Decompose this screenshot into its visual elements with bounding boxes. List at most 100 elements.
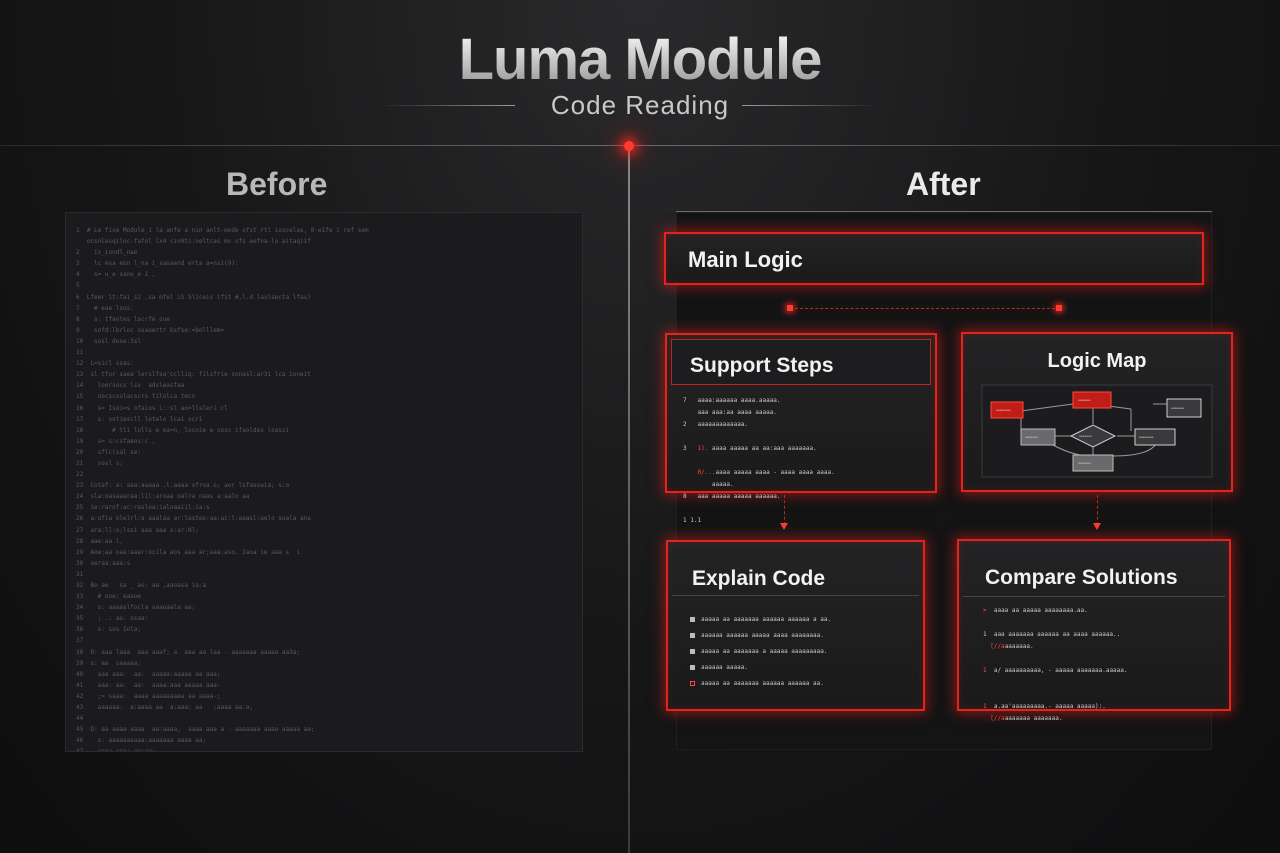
support-step-line <box>683 503 923 515</box>
bullet-icon <box>690 649 695 654</box>
step-number <box>683 433 697 440</box>
code-line: 27 ara:ll:o;lssi aaa aaa s:ar:Nl; <box>76 526 199 534</box>
compare-text: 1 aaa aaaaaaa aaaaaa aa aaaa aaaaaa.. <box>983 631 1121 638</box>
logic-node-right <box>1134 428 1176 446</box>
bullet-icon <box>690 617 695 622</box>
code-line: 6 Lfeer lt:fai_s2 .sa mfel iS Sliceis if… <box>76 293 311 301</box>
code-line: 32 Bo ae sa _ ao: aa ,aaoasa ia:a <box>76 582 207 589</box>
code-line: 25 ie:rarof:ac:rasloa:ialoaaiil:ia:s <box>76 504 210 512</box>
explain-code-body: aaaaa aa aaaaaaa aaaaaa aaaaaa a aa. aaaa… <box>690 614 910 694</box>
code-line: 36 s: sos Iola; <box>76 626 142 634</box>
support-step-line: aaaaa. <box>683 479 923 491</box>
compare-text: aaaaaaa. <box>1004 643 1034 650</box>
svg-text:aaaaaaaa: aaaaaaaa <box>1139 435 1154 439</box>
step-text: aaa aaa:aa aaaa aaaaa. <box>697 409 777 416</box>
support-step-line: 7 aaaa:aaaaaa aaaa.aaaaa. <box>683 395 923 407</box>
compare-solutions-header: Compare Solutions <box>963 545 1225 597</box>
page-subtitle: Code Reading <box>550 90 730 120</box>
compare-line <box>983 677 1219 689</box>
code-line: 21 sosl s; <box>76 459 123 467</box>
code-line: 34 s: aaaaslfocla oaaoaala aa; <box>76 604 196 612</box>
code-line: 15 nocscsolacscrs tilolca tmcv <box>76 393 196 401</box>
step-text: aaaaa. <box>697 481 734 488</box>
subtitle-divider-right <box>742 105 877 106</box>
code-line: 18 # tli lolls e ea=n, losnie e sosc ifa… <box>76 426 290 434</box>
step-text: aaaa aaaaa aa aa:aaa aaaaaaa. <box>708 445 817 452</box>
compare-line <box>983 653 1219 665</box>
compare-marker: 1 <box>983 703 994 710</box>
explain-code-card: Explain Code aaaaa aa aaaaaaa aaaaaa aaa… <box>666 540 925 711</box>
explain-text: aaaaa aa aaaaaaa aaaaaa aaaaaa aa. <box>701 680 824 687</box>
explain-text: aaaaa aa aaaaaaa a aaaaa aaaaaaaaa. <box>701 648 828 655</box>
page-title: Luma Module <box>0 26 1280 93</box>
support-step-line: 2 aaaaaaaaaaaaa. <box>683 419 923 431</box>
support-step-line: 8 aaa aaaaa aaaaa aaaaaa. <box>683 491 923 503</box>
compare-line <box>983 617 1219 629</box>
explain-line: aaaaa aa aaaaaaa a aaaaa aaaaaaaaa. <box>690 646 910 658</box>
code-line: 23 Cotaf: a: aaa:aaaaa .l.aaaa sfroa o; … <box>76 482 290 490</box>
step-number <box>683 409 697 416</box>
compare-marker: [//a <box>983 643 1005 650</box>
code-line: 26 a:ofia olelrl:a aaalaa ar:lastee:aa:a… <box>76 515 311 523</box>
support-steps-title: Support Steps <box>690 354 834 377</box>
logic-node-bottom <box>1072 454 1114 472</box>
code-line: 46 s: aaaaaaaaaa:aaaaaaa aaaa aa; <box>76 737 207 745</box>
code-line: 10 sosl dose:3sl <box>76 337 142 345</box>
code-line: 7 # eae lsos: <box>76 304 134 312</box>
connector-line <box>790 308 1060 309</box>
code-line: 40 aaa aaa: aa: aaaaa:aaaaa aa aaa; <box>76 670 221 678</box>
code-line: 29 Aoe:aa oaa:aaar:ocila aos aaa ar;aaa:… <box>76 548 300 556</box>
subtitle-divider-left <box>380 105 515 106</box>
arrow-down-icon <box>1093 523 1101 530</box>
explain-line: aaaaaa aaaaaa aaaaa aaaa aaaaaaaa. <box>690 630 910 642</box>
compare-solutions-body: > aaaa aa aaaaa aaaaaaaa.aa.1 aaa aaaaaa… <box>983 605 1219 725</box>
code-line: 42 ;= saaa: aaaa aaaaaaaaa aa aaaa-; <box>76 692 221 700</box>
explain-text: aaaaaa aaaaaa aaaaa aaaa aaaaaaaa. <box>701 632 824 639</box>
connector-node-left <box>787 305 793 311</box>
step-text: aaaa:aaaaaa aaaa.aaaaa. <box>697 397 781 404</box>
step-number: 7 <box>683 397 698 404</box>
support-step-line: 0/...aaaa aaaaa aaaa - aaaa aaaa aaaa. <box>683 467 923 479</box>
code-line: ocsnlesqilnc-fafol lx4 cin0ti:neltcas mv… <box>76 238 311 246</box>
explain-code-title: Explain Code <box>692 567 826 590</box>
divider-glow-dot <box>624 141 634 151</box>
step-highlight: 1). <box>697 445 709 452</box>
logic-node-start <box>990 401 1024 419</box>
compare-solutions-card: Compare Solutions > aaaa aa aaaaa aaaaaa… <box>957 539 1231 722</box>
svg-text:aaaaaaa: aaaaaaa <box>1078 398 1091 402</box>
code-line: 39 s: aa saaaaa; <box>76 659 142 667</box>
code-line: 28 aae:aa l, <box>76 537 123 545</box>
support-step-line: 1 1.1 <box>683 515 923 527</box>
compare-marker: > <box>983 607 987 614</box>
code-line: 3 lc esa eon l_na i_sanaend erta a=ns1(9… <box>76 260 239 268</box>
code-line: 37 <box>76 637 84 645</box>
support-steps-body: 7 aaaa:aaaaaa aaaa.aaaaa. aaa aaa:aa aaa… <box>683 395 923 527</box>
svg-text:aaaaaaaa: aaaaaaaa <box>996 408 1011 412</box>
code-line: 1 # Le fixe Module_1 la anfe a nin anlt-… <box>76 227 369 234</box>
compare-text: a/ aaaaaaaaaa, - aaaaa aaaaaaa.aaaaa. <box>993 667 1128 674</box>
svg-text:aaaaaaa: aaaaaaa <box>1025 435 1038 439</box>
code-line: 33 # ooe: eaaoe <box>76 593 142 601</box>
step-number <box>683 469 697 476</box>
header: Luma Module Code Reading <box>0 0 1280 146</box>
code-line: 31 <box>76 570 84 578</box>
code-line: 2 ix_iondl_nae <box>76 249 138 257</box>
code-line: 20 sflc(sal se: <box>76 448 142 456</box>
logic-node-left <box>1020 428 1056 446</box>
flow-connector-right <box>1097 495 1098 525</box>
code-line: 22 <box>76 471 84 479</box>
svg-text:aaaaaaa: aaaaaaa <box>1171 406 1184 410</box>
svg-text:aaaaaaa: aaaaaaa <box>1078 461 1091 465</box>
code-line: 5 <box>76 282 80 290</box>
compare-text: a.aa'aaaaaaaaa.- aaaaa aaaaa):. <box>993 703 1106 710</box>
support-step-line <box>683 431 923 443</box>
code-line: 16 s= Isoi=s ofaios i::sl ao=llsleri cl <box>76 404 228 412</box>
code-line: 19 s= s:csfaeos:c , <box>76 437 156 445</box>
flow-connector-left <box>784 495 785 525</box>
explain-line: aaaaaa aaaaa. <box>690 662 910 674</box>
main-logic-title: Main Logic <box>688 247 803 272</box>
explain-text: aaaaa aa aaaaaaa aaaaaa aaaaaa a aa. <box>701 616 832 623</box>
subtitle-row: Code Reading <box>0 90 1280 124</box>
compare-solutions-title: Compare Solutions <box>985 566 1178 589</box>
compare-line: [//aaaaaaaa. <box>983 641 1219 653</box>
